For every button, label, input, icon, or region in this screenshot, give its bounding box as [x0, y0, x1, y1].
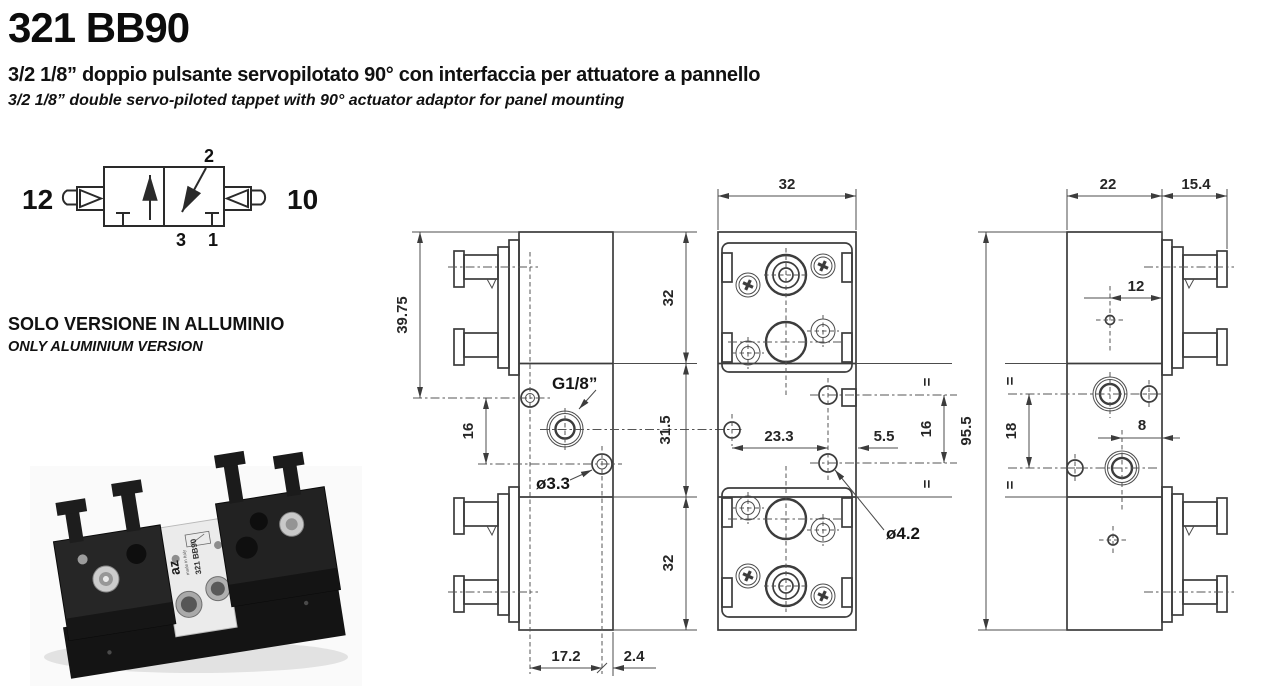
symbol-port-3: 3: [176, 230, 186, 250]
dim-15-4: 15.4: [1181, 176, 1211, 193]
page-header: 321 BB90 3/2 1/8” doppio pulsante servop…: [8, 4, 908, 110]
equal-mark-top-front: =: [919, 377, 936, 386]
equal-mark-top-end: =: [1002, 376, 1019, 385]
dim-32-front: 32: [779, 176, 796, 193]
page-title: 321 BB90: [8, 4, 190, 51]
dim-31-5: 31.5: [657, 415, 674, 444]
symbol-port-1: 1: [208, 230, 218, 250]
pneumatic-symbol: 12 10 2 3 1: [22, 146, 318, 250]
hole-label-4-2: ø4.2: [886, 524, 920, 543]
dim-23-3: 23.3: [764, 428, 793, 445]
symbol-port-12: 12: [22, 184, 53, 215]
dim-16-front: 16: [918, 421, 935, 438]
version-note: SOLO VERSIONE IN ALLUMINIO ONLY ALUMINIU…: [8, 314, 284, 355]
photo-brand-logo: az: [165, 559, 183, 576]
pilot-block-left: [76, 186, 105, 211]
equal-mark-bot-front: =: [919, 479, 936, 488]
photo-origin-marking: made in Italy: [181, 549, 190, 576]
dim-32-top: 32: [660, 290, 677, 307]
dim-2-4: 2.4: [624, 648, 646, 665]
end-view-drawing: 22 15.4 12 18 = = 8 95.5: [958, 176, 1234, 631]
hole-label-3-3: ø3.3: [536, 474, 570, 493]
dim-22: 22: [1100, 176, 1117, 193]
symbol-port-10: 10: [287, 184, 318, 215]
version-note-italian: SOLO VERSIONE IN ALLUMINIO: [8, 314, 285, 334]
side-view-drawing: 39.75 16 32 31.5 32 17.2 2.4 G1/8” ø3.3: [394, 231, 742, 676]
equal-mark-bot-end: =: [1002, 480, 1019, 489]
dim-12: 12: [1128, 278, 1145, 295]
version-note-english: ONLY ALUMINIUM VERSION: [8, 339, 203, 355]
pilot-block-right: [223, 186, 252, 211]
dim-17-2: 17.2: [551, 648, 580, 665]
product-photo: 321 BB90 az made in Italy: [30, 450, 362, 686]
dim-8: 8: [1138, 417, 1146, 434]
dim-39-75: 39.75: [394, 296, 411, 334]
subtitle-english: 3/2 1/8” double servo-piloted tappet wit…: [8, 92, 625, 109]
dim-32-bot: 32: [660, 555, 677, 572]
thread-label-g18: G1/8”: [552, 374, 597, 393]
dim-95-5: 95.5: [958, 416, 975, 445]
dim-18: 18: [1003, 423, 1020, 440]
dim-16-side: 16: [460, 423, 477, 440]
front-view-drawing: 32 23.3 5.5 16 = = ø4.2: [717, 176, 957, 631]
dim-5-5: 5.5: [874, 428, 895, 445]
symbol-port-2: 2: [204, 146, 214, 166]
subtitle-italian: 3/2 1/8” doppio pulsante servopilotato 9…: [8, 64, 761, 86]
